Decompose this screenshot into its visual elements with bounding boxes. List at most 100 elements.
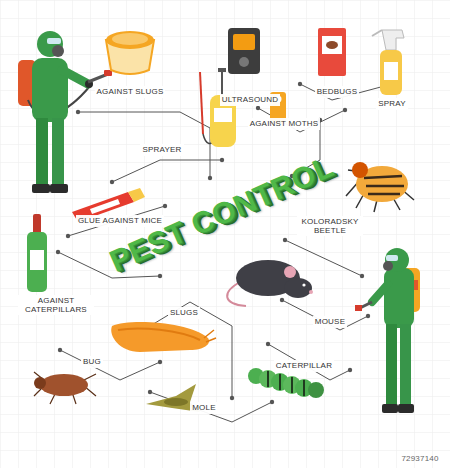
line-dot <box>56 250 60 254</box>
item-label: MOLE <box>190 402 217 413</box>
item-label: AGAINST CATERPILLARS <box>18 295 94 315</box>
line-dot <box>76 110 80 114</box>
bug-figure <box>40 374 88 396</box>
exterminator-figure <box>36 118 48 186</box>
caterpillar-bottle <box>30 250 44 270</box>
line-dot <box>348 368 352 372</box>
line-dot <box>366 314 370 318</box>
line-dot <box>283 238 287 242</box>
pump-sprayer <box>221 70 223 96</box>
caterpillar-bottle <box>33 214 41 234</box>
item-label: SPRAYER <box>140 144 183 155</box>
line-dot <box>360 274 364 278</box>
bedbug-packet <box>318 28 346 76</box>
exterminator-figure <box>47 38 61 44</box>
line-dot <box>66 234 70 238</box>
mouse-figure <box>302 283 305 286</box>
caterpillar-figure <box>248 368 324 398</box>
beetle-figure <box>352 162 368 178</box>
mouse-figure <box>284 266 296 278</box>
slug-figure <box>118 328 200 340</box>
slug-figure <box>111 322 216 352</box>
item-label: ULTRASOUND <box>220 94 281 105</box>
line-dot <box>270 400 274 404</box>
mole-figure <box>164 398 188 406</box>
exterminator-figure <box>18 31 112 193</box>
exterminator-figure <box>400 324 411 406</box>
slug-bait-tub <box>106 31 154 74</box>
caterpillar-bottle <box>27 214 47 292</box>
slug-figure <box>111 322 209 352</box>
exterminator-figure <box>52 45 64 57</box>
slug-bait-tub <box>112 33 148 45</box>
spray-bottle <box>380 50 402 95</box>
slug-figure <box>204 330 216 342</box>
line-dot <box>158 360 162 364</box>
exterminator-figure <box>398 404 414 413</box>
exterminator-figure <box>37 31 63 57</box>
line-dot <box>163 204 167 208</box>
item-label: SLUGS <box>168 307 200 318</box>
spray-bottle <box>384 62 398 80</box>
line-dot <box>58 348 62 352</box>
item-label: MOUSE <box>313 316 347 327</box>
item-label: BUG <box>81 356 103 367</box>
flow-line <box>58 84 392 422</box>
item-label: GLUE AGAINST MICE <box>76 215 164 226</box>
bug-figure <box>34 372 96 404</box>
line-dot <box>148 390 152 394</box>
slug-bait-tub <box>106 31 154 49</box>
line-dot <box>230 396 234 400</box>
bug-figure <box>34 372 96 404</box>
line-dot <box>56 82 394 404</box>
exterminator-figure <box>32 184 50 193</box>
exterminator-figure <box>382 404 398 413</box>
item-label: CATERPILLAR <box>274 360 334 371</box>
pump-sprayer <box>200 68 236 147</box>
pump-sprayer <box>200 72 203 134</box>
exterminator-figure <box>355 248 420 413</box>
bedbug-packet <box>326 41 338 49</box>
line-dot <box>298 82 302 86</box>
flow-line <box>78 112 210 178</box>
bedbug-packet <box>318 28 346 76</box>
flow-line <box>282 300 368 330</box>
mouse-figure <box>284 278 312 298</box>
item-label: AGAINST SLUGS <box>95 86 166 97</box>
spray-bottle <box>372 30 404 95</box>
line-dot <box>256 106 260 110</box>
watermark: 72937140 <box>399 453 440 464</box>
bug-figure <box>34 377 46 389</box>
item-label: SPRAY <box>376 98 408 109</box>
caterpillar-figure <box>308 382 324 398</box>
line-dot <box>280 298 284 302</box>
flow-line <box>112 160 222 182</box>
spray-bottle <box>382 30 404 50</box>
exterminator-figure <box>386 255 398 261</box>
ultrasound-device <box>239 57 249 67</box>
caterpillar-figure <box>268 371 304 396</box>
item-label: AGAINST MOTHS <box>248 118 321 129</box>
exterminator-figure <box>62 70 88 84</box>
ultrasound-device <box>228 28 260 74</box>
pump-sprayer <box>214 108 232 122</box>
beetle-figure <box>346 162 414 212</box>
exterminator-figure <box>50 184 68 193</box>
bedbug-packet <box>322 36 342 54</box>
beetle-figure <box>364 176 404 194</box>
title-text: PEST CONTROL <box>105 149 339 278</box>
ultrasound-device <box>228 28 260 74</box>
glue-tube <box>90 199 120 214</box>
exterminator-figure <box>386 324 397 406</box>
mouse-figure <box>309 290 313 294</box>
line-dot <box>220 158 224 162</box>
line-dot <box>208 176 212 180</box>
caterpillar-bottle <box>27 232 47 292</box>
line-dot <box>266 342 270 346</box>
line-dot <box>158 274 162 278</box>
item-label: KOLORADSKY BEETLE <box>297 216 363 236</box>
mouse-figure <box>227 260 313 306</box>
